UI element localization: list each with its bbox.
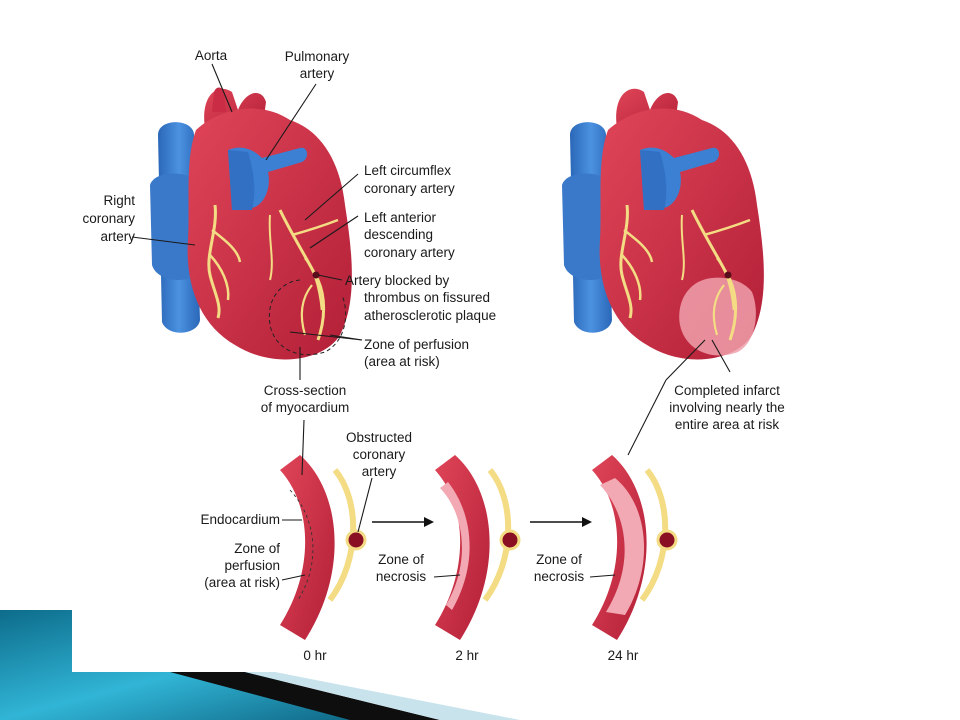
label-infarct-line2: involving nearly the xyxy=(669,400,785,415)
label-infarct-line1: Completed infarct xyxy=(674,383,780,398)
label-blocked-line3: atherosclerotic plaque xyxy=(364,308,497,323)
label-infarct-line3: entire area at risk xyxy=(674,417,780,432)
slide-decoration xyxy=(0,610,520,720)
label-time-0hr: 0 hr xyxy=(303,648,327,663)
label-perfusion-line2: (area at risk) xyxy=(364,354,440,369)
label-lad-line1: Left anterior xyxy=(364,210,437,225)
label-necrosis-24hr-line2: necrosis xyxy=(533,569,585,584)
label-aorta: Aorta xyxy=(194,48,228,63)
label-left-circumflex-line2: coronary artery xyxy=(364,181,455,196)
label-necrosis-2hr-line1: Zone of xyxy=(378,552,424,567)
cross-section-0hr xyxy=(280,455,367,640)
label-pulmonary-artery-line1: Pulmonary xyxy=(284,49,350,64)
label-blocked-line1: Artery blocked by xyxy=(345,273,450,288)
label-necrosis-2hr-line2: necrosis xyxy=(375,569,427,584)
label-right-coronary-line3: artery xyxy=(100,229,135,244)
label-zone-perfusion-line2: perfusion xyxy=(224,558,280,573)
label-pulmonary-artery-line2: artery xyxy=(299,66,335,81)
label-endocardium: Endocardium xyxy=(200,512,280,527)
heart-left xyxy=(150,87,352,360)
label-blocked-line2: thrombus on fissured xyxy=(364,290,491,305)
label-left-circumflex-line1: Left circumflex xyxy=(364,163,452,178)
label-perfusion-line1: Zone of perfusion xyxy=(364,337,470,352)
label-obstructed-line1: Obstructed xyxy=(345,430,413,445)
label-zone-perfusion-line1: Zone of xyxy=(234,541,280,556)
label-zone-perfusion-line3: (area at risk) xyxy=(204,575,280,590)
label-cross-section-line2: of myocardium xyxy=(260,400,350,415)
label-time-2hr: 2 hr xyxy=(455,648,479,663)
progression-arrows xyxy=(372,517,592,527)
cross-section-2hr xyxy=(435,455,521,640)
label-lad-line3: coronary artery xyxy=(364,245,455,260)
label-time-24hr: 24 hr xyxy=(607,648,639,663)
label-right-coronary-line1: Right xyxy=(103,193,135,208)
leader-lines xyxy=(131,63,731,581)
label-lad-line2: descending xyxy=(364,227,434,242)
label-cross-section-line1: Cross-section xyxy=(263,383,347,398)
heart-right xyxy=(562,88,764,360)
label-obstructed-line2: coronary xyxy=(352,447,406,462)
label-necrosis-24hr-line1: Zone of xyxy=(536,552,582,567)
cross-section-24hr xyxy=(592,455,678,640)
label-right-coronary-line2: coronary xyxy=(82,211,135,226)
label-obstructed-line3: artery xyxy=(361,464,397,479)
